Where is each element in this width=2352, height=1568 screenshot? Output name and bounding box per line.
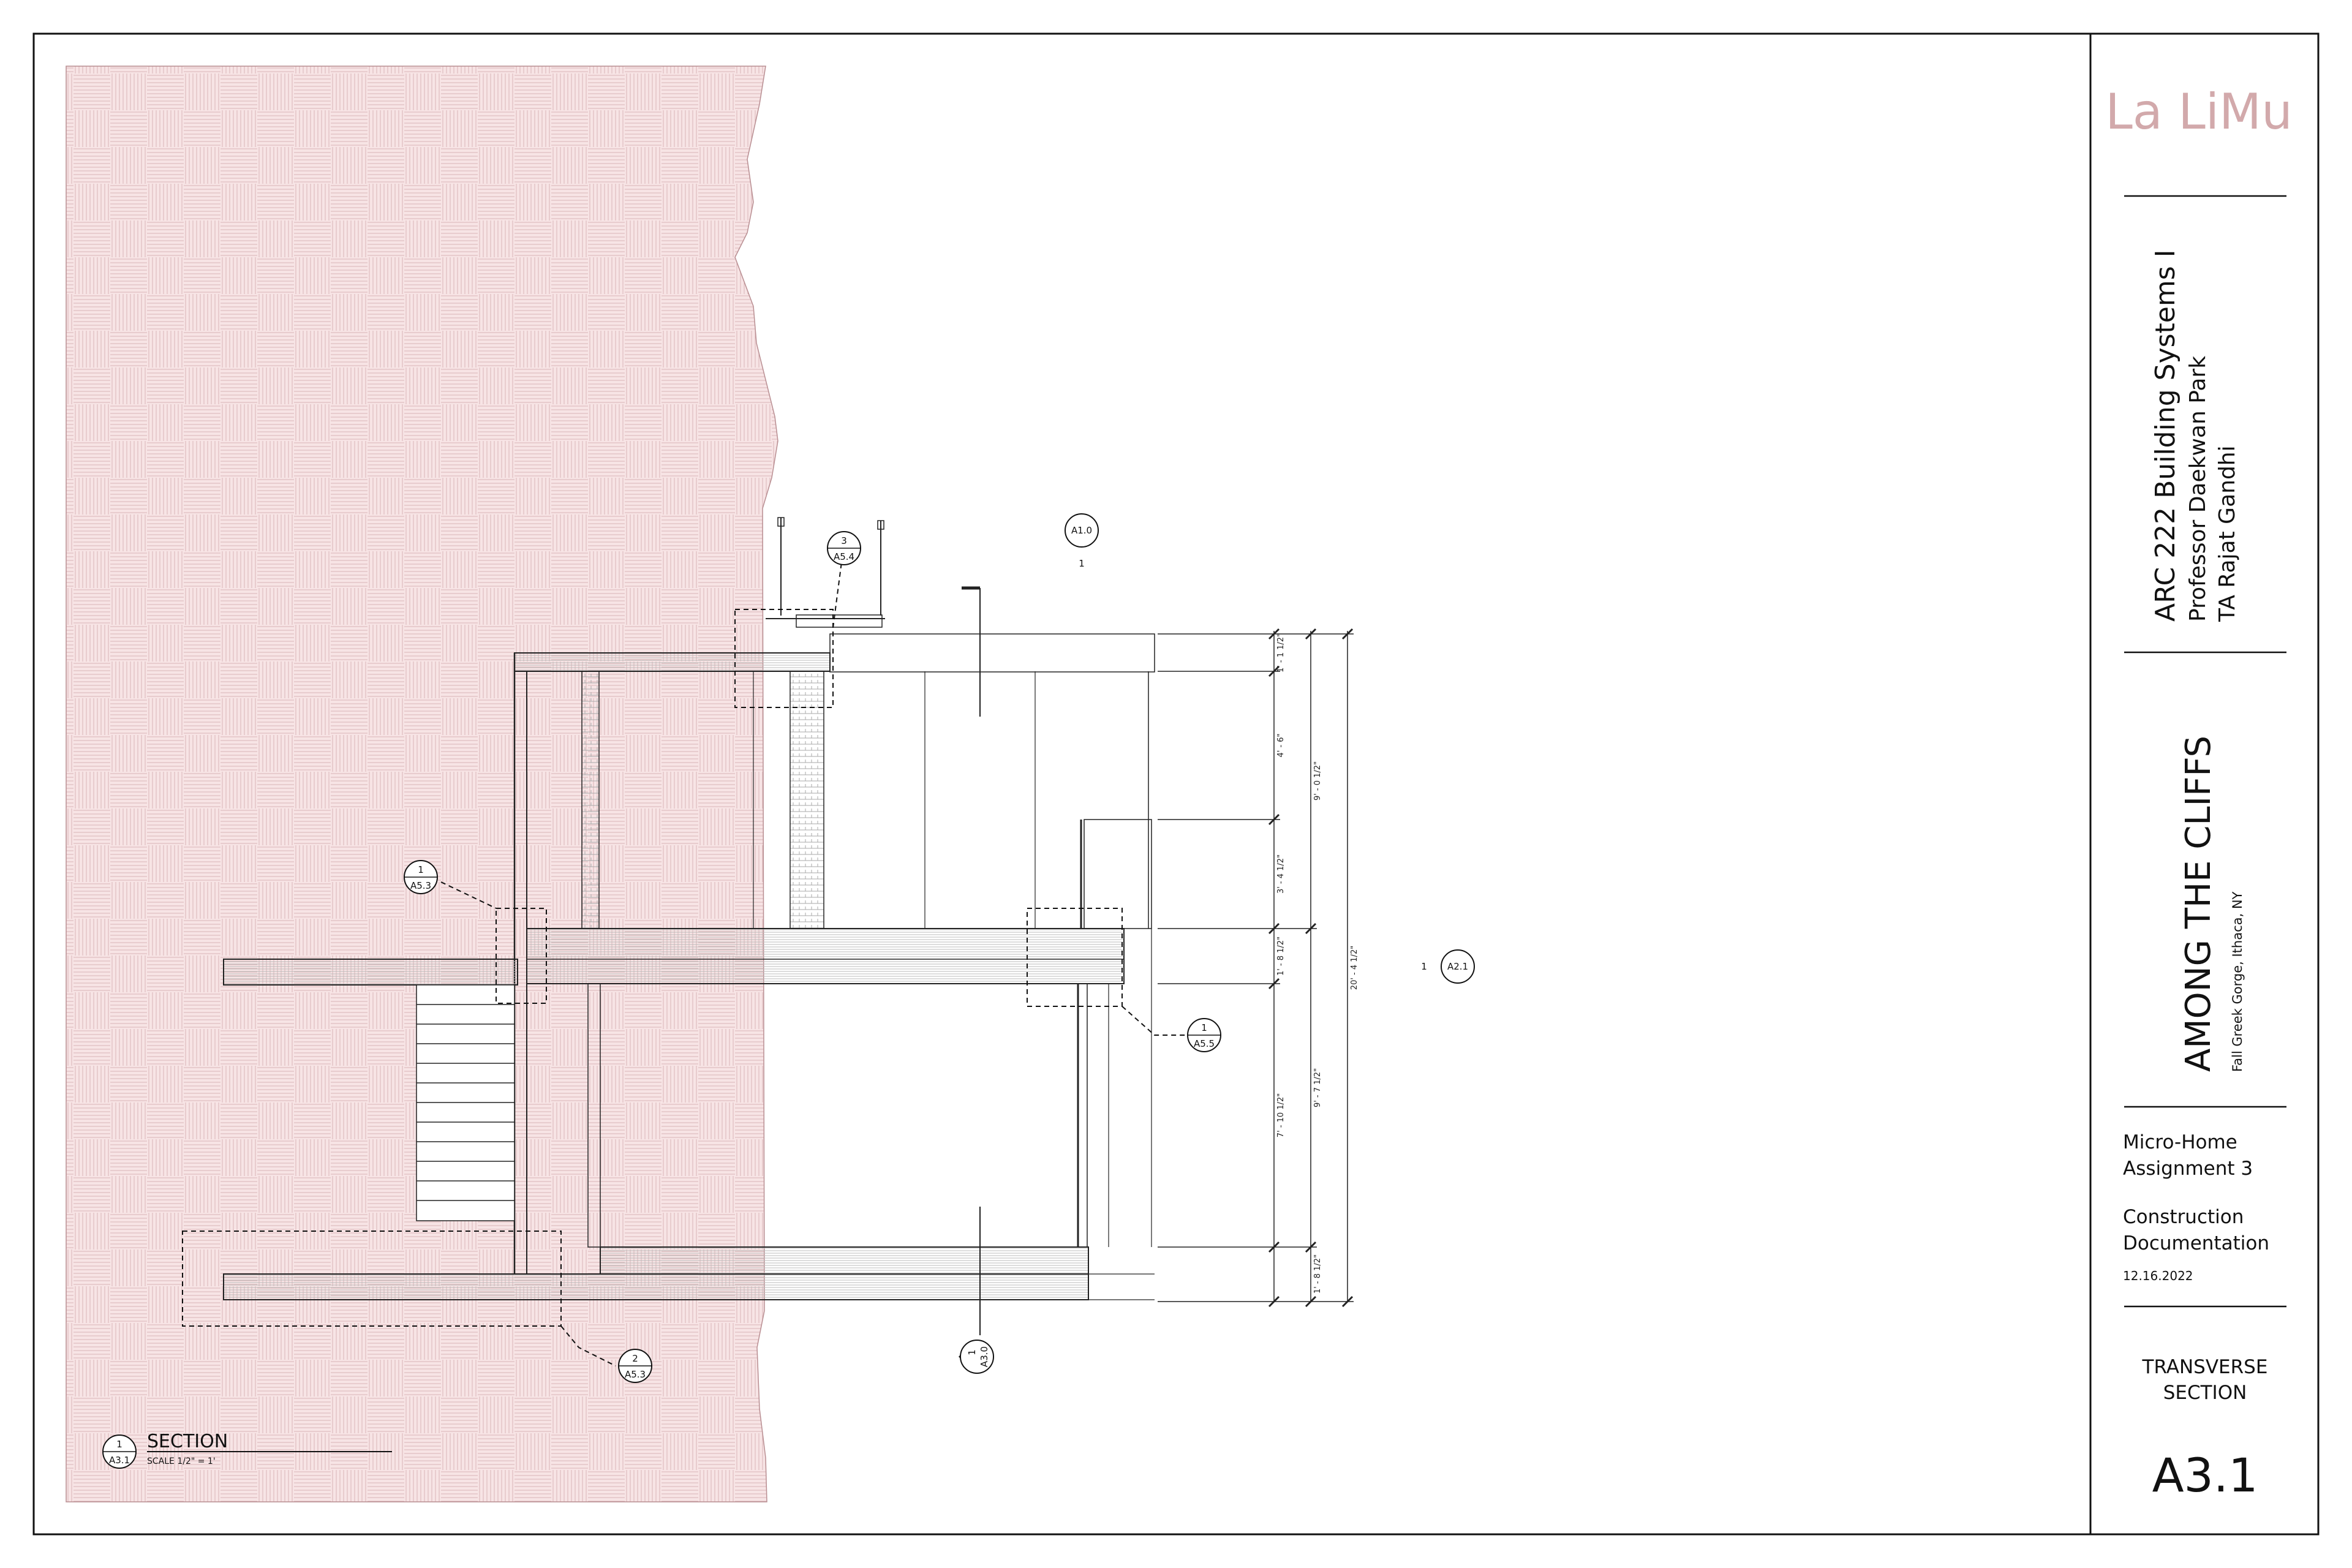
svg-text:A1.0: A1.0 (1071, 525, 1092, 536)
project-location: Fall Greek Gorge, Ithaca, NY (2230, 891, 2245, 1072)
svg-text:1: 1 (116, 1439, 123, 1450)
callout-1-a53[interactable]: 1 A5.3 (404, 860, 438, 894)
svg-text:1' - 1 1/2": 1' - 1 1/2" (1276, 633, 1286, 673)
svg-text:2: 2 (632, 1353, 638, 1364)
phase-line1: Construction (2123, 1206, 2244, 1228)
svg-text:A3.1: A3.1 (109, 1455, 130, 1466)
svg-text:1' - 8 1/2": 1' - 8 1/2" (1276, 937, 1286, 976)
drawing-title: SECTION (147, 1431, 228, 1452)
logo-text: La LiMu (2105, 83, 2293, 140)
svg-text:A2.1: A2.1 (1447, 961, 1468, 972)
callout-2-a53[interactable]: 2 A5.3 (618, 1349, 652, 1383)
course-title: ARC 222 Building Systems I (2150, 249, 2181, 622)
svg-text:1' - 8 1/2": 1' - 8 1/2" (1313, 1254, 1322, 1294)
callout-1-a55[interactable]: 1 A5.5 (1187, 1018, 1221, 1052)
project-title: AMONG THE CLIFFS (2179, 736, 2218, 1072)
callout-3-a54[interactable]: 3 A5.4 (827, 531, 861, 565)
svg-text:20' - 4 1/2": 20' - 4 1/2" (1350, 946, 1359, 990)
svg-text:1: 1 (418, 864, 424, 875)
sheet-border (32, 32, 2320, 1536)
drawing-scale: SCALE 1/2" = 1' (147, 1457, 216, 1466)
svg-text:4' - 6": 4' - 6" (1276, 733, 1286, 757)
marker-a21[interactable]: A2.1 1 (1421, 949, 1475, 984)
phase-line2: Documentation (2123, 1232, 2269, 1254)
sheet-number: A3.1 (2152, 1448, 2258, 1502)
svg-text:1: 1 (967, 1349, 978, 1355)
svg-text:3: 3 (841, 535, 847, 546)
drawing-label: 1 A3.1 SECTION SCALE 1/2" = 1' (102, 1431, 392, 1469)
sheet-title-line1: TRANSVERSE (2142, 1356, 2268, 1378)
svg-text:3' - 4 1/2": 3' - 4 1/2" (1276, 854, 1286, 894)
svg-text:9' - 7 1/2": 9' - 7 1/2" (1313, 1068, 1322, 1107)
svg-text:A5.4: A5.4 (834, 551, 854, 562)
svg-text:1: 1 (1421, 961, 1427, 972)
title-block: La LiMu ARC 222 Building Systems I Profe… (2105, 83, 2293, 1502)
svg-text:A5.3: A5.3 (410, 880, 431, 891)
marker-a30[interactable]: 1 A3.0 (959, 1340, 994, 1374)
svg-text:1: 1 (1201, 1022, 1207, 1033)
issue-date: 12.16.2022 (2123, 1268, 2193, 1283)
sheet-title-line2: SECTION (2163, 1382, 2247, 1404)
svg-text:7' - 10 1/2": 7' - 10 1/2" (1276, 1093, 1286, 1137)
dimension-strings (1158, 628, 1354, 1308)
svg-text:9' - 0 1/2": 9' - 0 1/2" (1313, 761, 1322, 801)
svg-text:A5.3: A5.3 (625, 1369, 646, 1380)
dimension-labels: 1' - 1 1/2" 4' - 6" 3' - 4 1/2" 1' - 8 1… (1276, 633, 1359, 1294)
svg-text:A3.0: A3.0 (979, 1346, 990, 1367)
assignment-line2: Assignment 3 (2123, 1158, 2253, 1180)
svg-text:1: 1 (1079, 558, 1085, 569)
professor-name: Professor Daekwan Park (2185, 356, 2211, 622)
detail-callout-boxes (182, 557, 1188, 1366)
building-section (223, 517, 1155, 1335)
assignment-line1: Micro-Home (2123, 1131, 2237, 1153)
ta-name: TA Rajat Gandhi (2215, 445, 2240, 622)
marker-a10[interactable]: A1.0 1 (1065, 513, 1099, 569)
svg-text:A5.5: A5.5 (1194, 1038, 1215, 1049)
